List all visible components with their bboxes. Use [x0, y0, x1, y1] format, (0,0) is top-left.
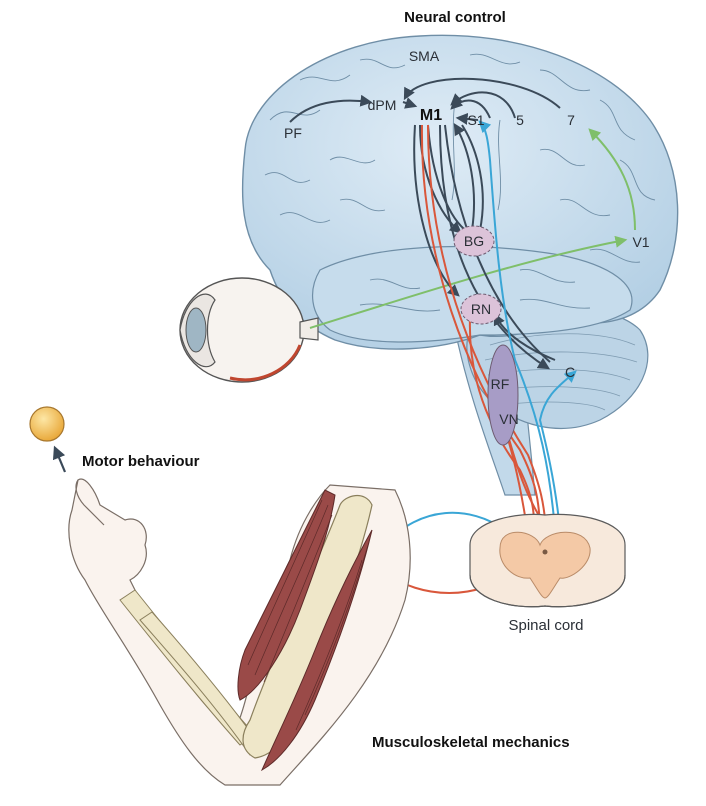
visual-pathways [309, 128, 636, 329]
label-s1: S1 [467, 112, 484, 128]
arm [68, 478, 411, 786]
label-rn: RN [471, 301, 491, 317]
biceps-muscle [237, 489, 336, 701]
triceps-fibers [295, 544, 369, 731]
nucleus-bg: BG [453, 225, 495, 257]
nucleus-rn: RN [460, 293, 502, 325]
label-vn: VN [499, 411, 518, 427]
sulci [264, 53, 656, 312]
label-pf: PF [284, 125, 302, 141]
title-musculoskeletal-mechanics: Musculoskeletal mechanics [372, 734, 570, 751]
title-neural-control: Neural control [404, 9, 506, 26]
title-motor-behaviour: Motor behaviour [82, 453, 200, 470]
brain [241, 34, 679, 496]
label-area-7: 7 [567, 112, 575, 128]
label-bg: BG [464, 233, 484, 249]
biceps-fibers [247, 499, 333, 683]
label-m1: M1 [420, 107, 442, 124]
label-dpm: dPM [368, 97, 397, 113]
pointing-finger [75, 479, 105, 526]
triceps-muscle [260, 529, 373, 772]
label-v1: V1 [632, 234, 649, 250]
label-c: C [565, 364, 575, 380]
target-circle-icon [29, 406, 65, 442]
label-sma: SMA [409, 48, 440, 64]
nucleus-rf-vn: RF VN [487, 344, 519, 446]
eye-icon [179, 277, 319, 383]
spinal-cord: Spinal cord [469, 513, 626, 634]
label-spinal-cord: Spinal cord [508, 617, 583, 634]
label-rf: RF [491, 376, 510, 392]
label-area-5: 5 [516, 112, 524, 128]
motor-behaviour-arrow [52, 445, 67, 473]
